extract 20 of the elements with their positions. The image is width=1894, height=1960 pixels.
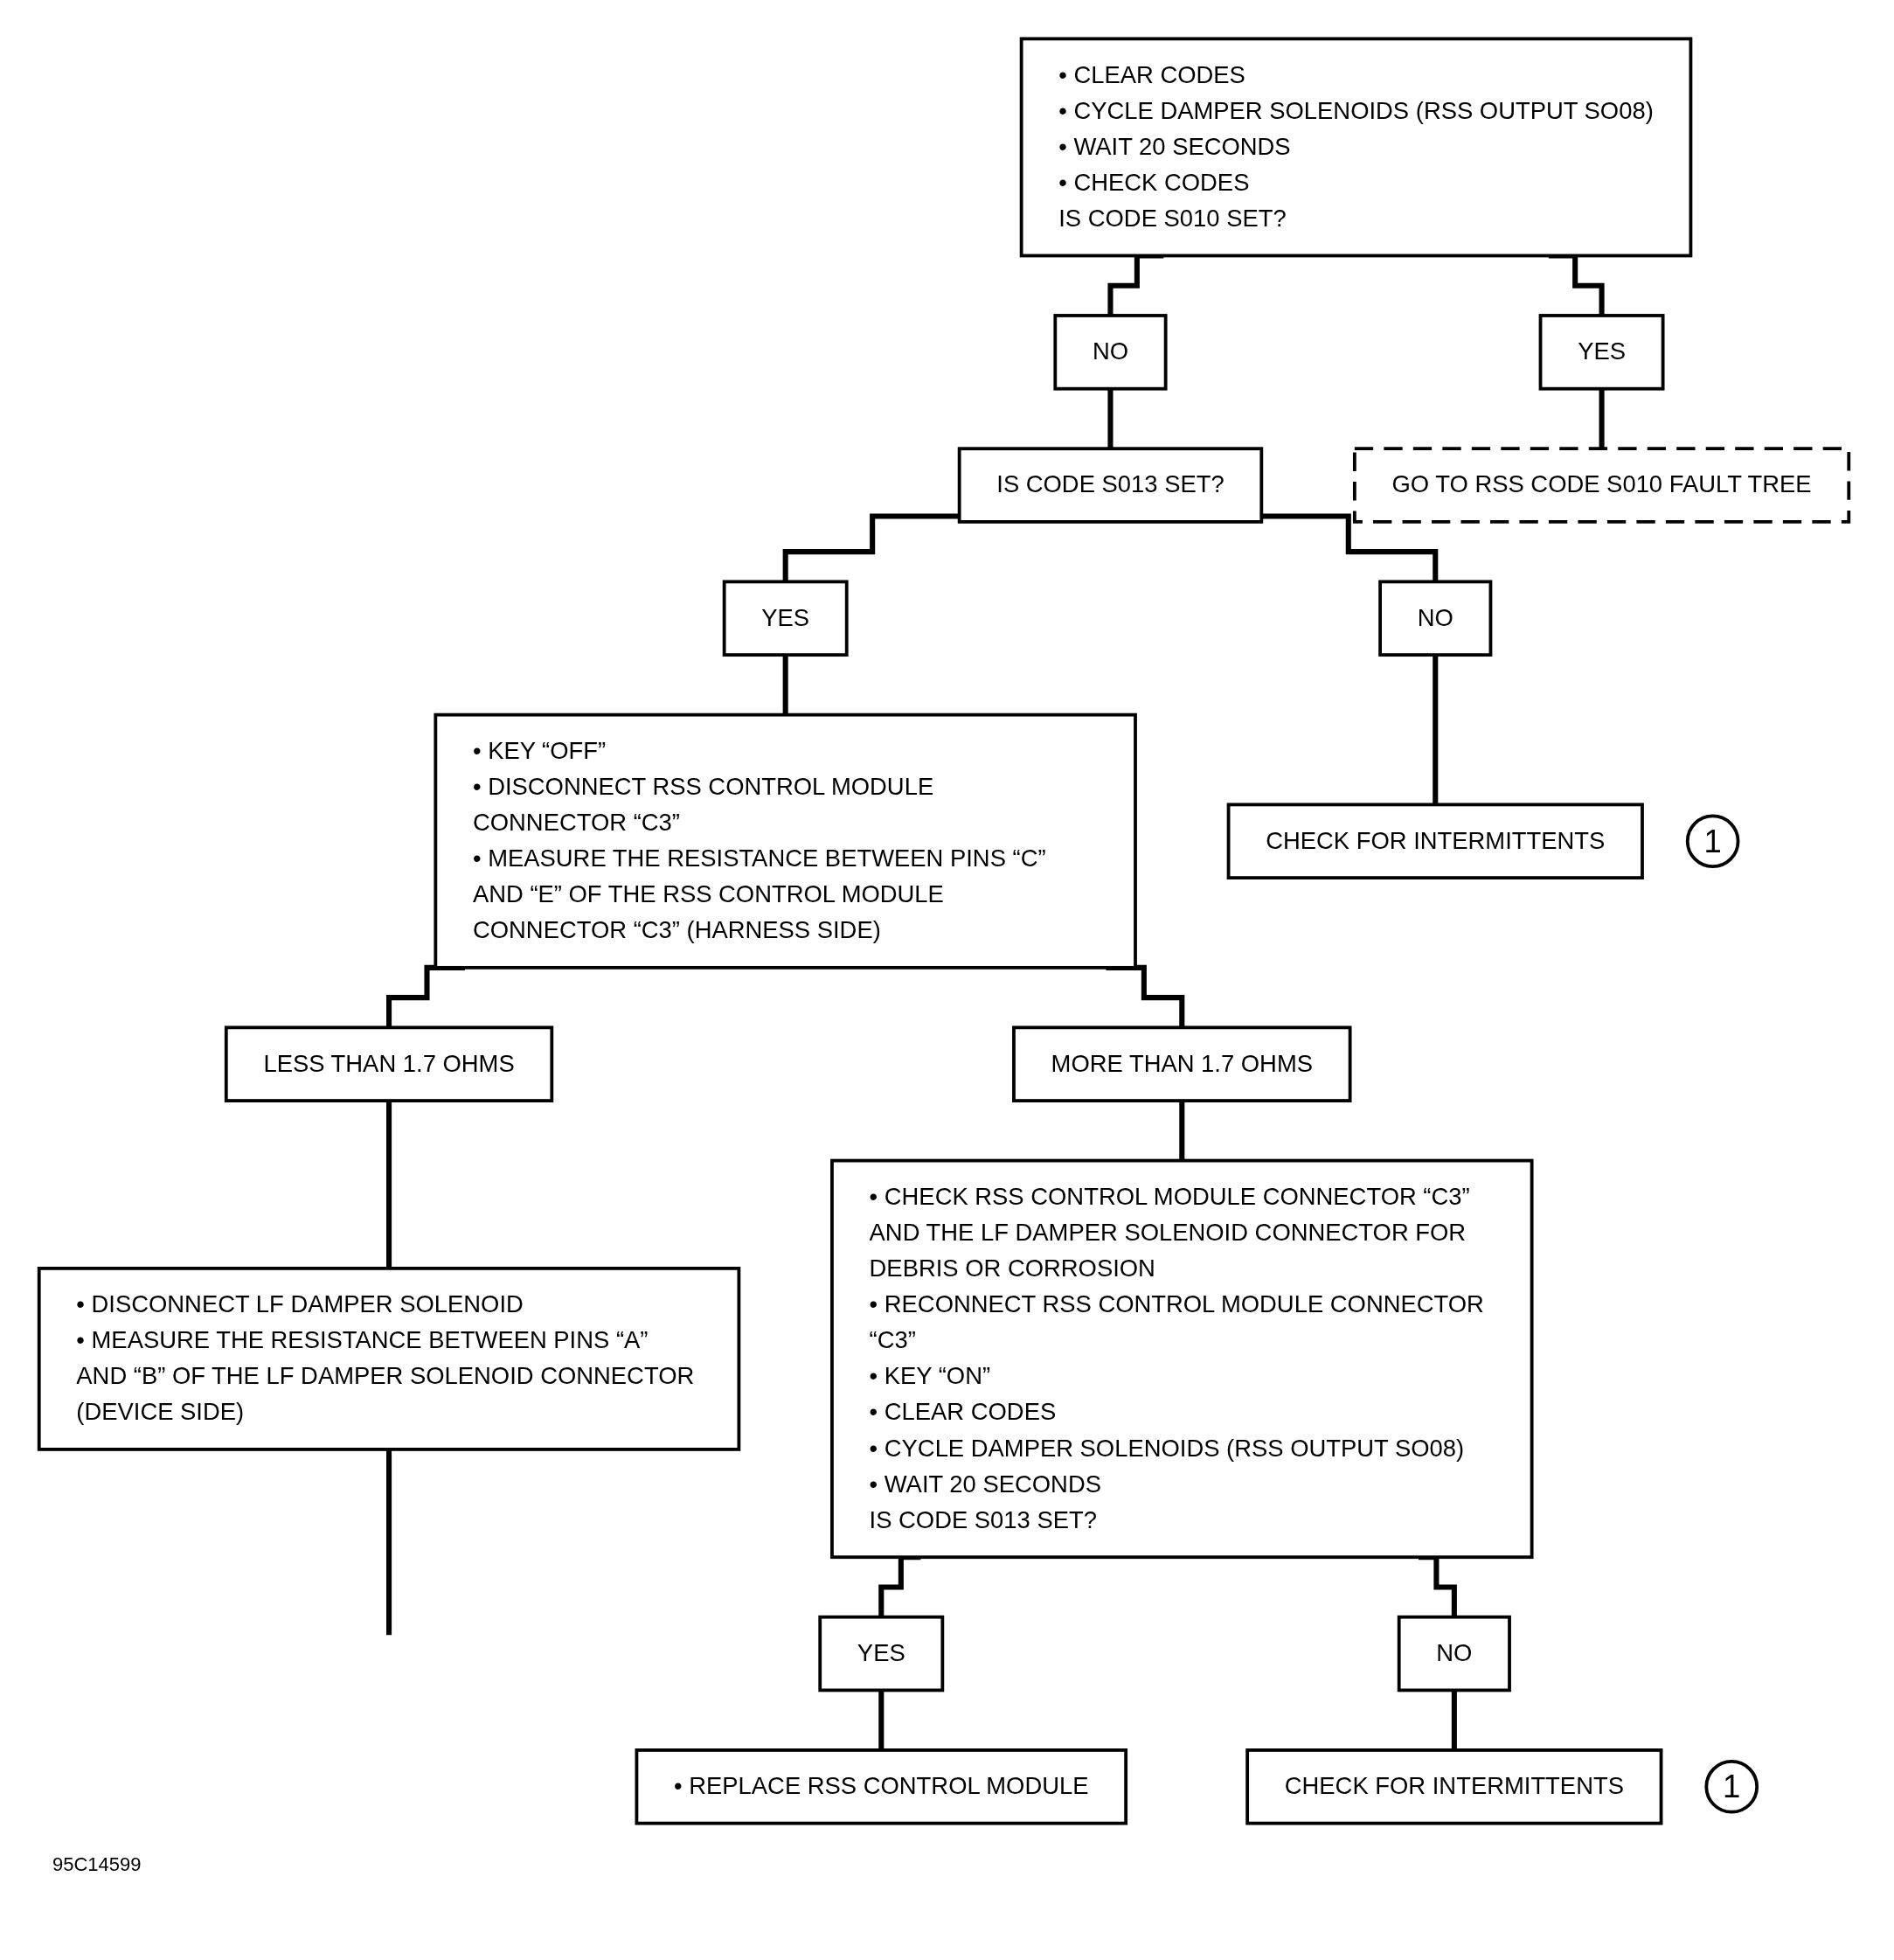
node-box: LESS THAN 1.7 OHMS xyxy=(224,1025,554,1102)
node-box: YES xyxy=(722,580,849,657)
circled-reference-number: 1 xyxy=(1685,814,1740,869)
node-box: NO xyxy=(1397,1615,1511,1692)
node-box: • KEY “OFF” • DISCONNECT RSS CONTROL MODULE CONNECTOR “C3” • MEASURE THE RESISTANCE BETWEEN PINS “C” AND “E” OF THE RSS CONTROL MODULE CONNECTOR “C3” (HARNESS SIDE) xyxy=(434,712,1137,970)
node-box: GO TO RSS CODE S010 FAULT TREE xyxy=(1352,447,1851,524)
node-box: IS CODE S013 SET? xyxy=(957,447,1264,524)
node-box: • DISCONNECT LF DAMPER SOLENOID • MEASURE THE RESISTANCE BETWEEN PINS “A” AND “B” OF THE LF DAMPER SOLENOID CONNECTOR (DEVICE SIDE) xyxy=(37,1266,741,1451)
node-box: MORE THAN 1.7 OHMS xyxy=(1012,1025,1352,1102)
node-box: CHECK FOR INTERMITTENTS xyxy=(1226,803,1644,879)
node-box: CHECK FOR INTERMITTENTS xyxy=(1245,1748,1663,1825)
node-box: • CHECK RSS CONTROL MODULE CONNECTOR “C3” AND THE LF DAMPER SOLENOID CONNECTOR FOR DEBRIS OR CORROSION • RECONNECT RSS CONTROL MODULE CONNECTOR “C3” • KEY “ON” • CLEAR CODES • CYCLE DAMPER SOLENOIDS (RSS OUTPUT SO08) • WAIT 20 SECONDS IS CODE S013 SET? xyxy=(830,1158,1534,1560)
node-box: • REPLACE RSS CONTROL MODULE xyxy=(635,1748,1128,1825)
node-box: NO xyxy=(1378,580,1493,657)
node-box: • CLEAR CODES • CYCLE DAMPER SOLENOIDS (RSS OUTPUT SO08) • WAIT 20 SECONDS • CHECK CODES IS CODE S010 SET? xyxy=(1019,37,1693,258)
node-box: YES xyxy=(1538,314,1665,391)
figure-number: 95C14599 xyxy=(52,1853,142,1876)
circled-reference-number: 1 xyxy=(1704,1759,1759,1814)
node-box: NO xyxy=(1053,314,1168,391)
node-box: YES xyxy=(818,1615,945,1692)
